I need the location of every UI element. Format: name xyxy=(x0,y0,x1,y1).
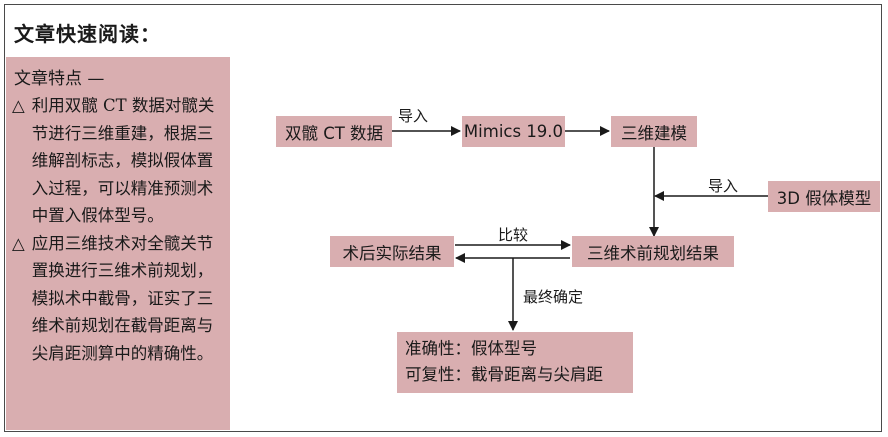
outer-frame xyxy=(4,4,882,432)
node-modeling: 三维建模 xyxy=(611,116,697,147)
sidebar-points: △利用双髋 CT 数据对髋关节进行三维重建，根据三维解剖标志，模拟假体置入过程，… xyxy=(12,92,226,367)
sidebar-point-2: △应用三维技术对全髋关节置换进行三维术前规划，模拟术中截骨，证实了三维术前规划在… xyxy=(12,230,226,368)
page-title: 文章快速阅读： xyxy=(14,22,161,46)
triangle-bullet-icon: △ xyxy=(12,96,25,115)
triangle-bullet-icon: △ xyxy=(12,233,25,253)
sidebar-heading: 文章特点 — xyxy=(14,69,105,89)
node-prosthesis-model: 3D 假体模型 xyxy=(768,181,880,212)
sidebar-panel xyxy=(6,57,230,430)
result-reproducibility: 可复性：截骨距离与尖肩距 xyxy=(405,365,603,384)
node-ct-data: 双髋 CT 数据 xyxy=(276,116,392,147)
sidebar-point-1: △利用双髋 CT 数据对髋关节进行三维重建，根据三维解剖标志，模拟假体置入过程，… xyxy=(12,92,226,230)
result-accuracy: 准确性：假体型号 xyxy=(405,339,537,358)
label-import-2: 导入 xyxy=(708,177,739,195)
label-final: 最终确定 xyxy=(523,288,584,306)
label-import-1: 导入 xyxy=(398,107,429,125)
label-compare: 比较 xyxy=(498,226,529,244)
node-preop-plan: 三维术前规划结果 xyxy=(572,236,734,267)
node-postop-result: 术后实际结果 xyxy=(330,236,454,267)
node-final-result: 准确性：假体型号 可复性：截骨距离与尖肩距 xyxy=(397,332,633,393)
node-mimics: Mimics 19.0 xyxy=(462,116,565,147)
